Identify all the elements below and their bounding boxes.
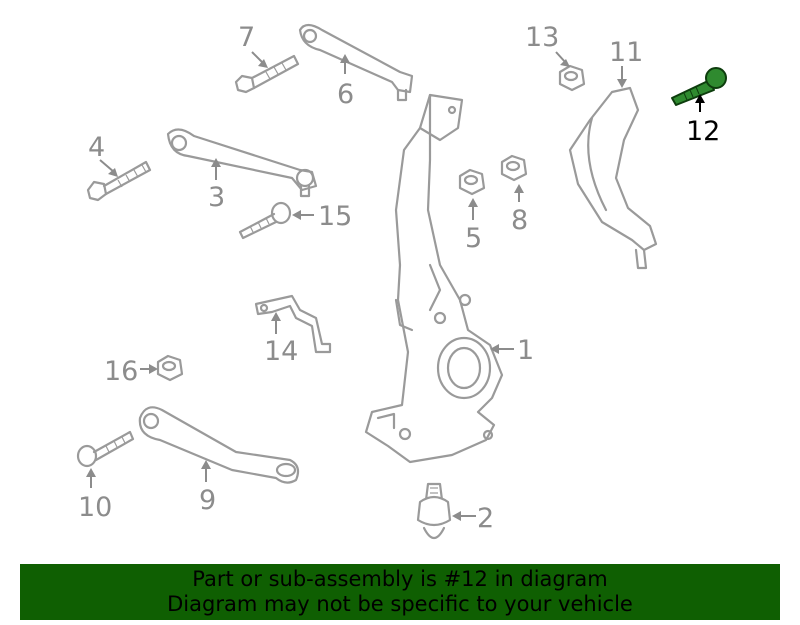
- svg-text:9: 9: [199, 485, 216, 516]
- nut-part-5[interactable]: [458, 168, 486, 196]
- callout-4: 4: [88, 132, 118, 177]
- bolt-part-7[interactable]: [234, 54, 300, 94]
- curved-arm-part-11[interactable]: [568, 86, 658, 270]
- nut-part-8[interactable]: [500, 154, 528, 182]
- bolt-part-4[interactable]: [86, 160, 152, 202]
- bolt-part-10[interactable]: [76, 430, 135, 468]
- callout-10: 10: [78, 468, 112, 523]
- svg-text:14: 14: [264, 336, 298, 367]
- callout-16: 16: [104, 356, 158, 387]
- callout-5: 5: [465, 198, 482, 254]
- bolt-part-15[interactable]: [238, 201, 292, 240]
- callout-15: 15: [292, 201, 352, 232]
- svg-text:16: 16: [104, 356, 138, 387]
- svg-text:8: 8: [511, 205, 528, 236]
- svg-text:3: 3: [208, 182, 225, 213]
- svg-text:1: 1: [517, 335, 534, 366]
- callout-13: 13: [525, 22, 570, 67]
- svg-text:10: 10: [78, 492, 112, 523]
- banner-line-2: Diagram may not be specific to your vehi…: [167, 592, 633, 616]
- nut-part-16[interactable]: [156, 354, 184, 382]
- callout-3: 3: [208, 158, 225, 213]
- steering-knuckle-part-1[interactable]: [364, 93, 504, 464]
- svg-text:7: 7: [238, 22, 255, 53]
- svg-text:11: 11: [609, 37, 643, 68]
- banner-line-1: Part or sub-assembly is #12 in diagram: [192, 567, 608, 591]
- svg-text:2: 2: [477, 503, 494, 534]
- lower-arm-part-9[interactable]: [138, 406, 300, 484]
- callout-6: 6: [337, 54, 354, 110]
- callout-2: 2: [452, 503, 494, 534]
- svg-text:5: 5: [465, 223, 482, 254]
- callout-14: 14: [264, 312, 298, 367]
- callout-8: 8: [511, 184, 528, 236]
- info-banner: Part or sub-assembly is #12 in diagram D…: [20, 564, 780, 620]
- callout-11: 11: [609, 37, 643, 88]
- svg-text:13: 13: [525, 22, 559, 53]
- upper-arm-part-6[interactable]: [298, 23, 414, 102]
- bolt-part-12-highlighted[interactable]: [671, 67, 727, 106]
- callout-7: 7: [238, 22, 268, 68]
- nut-part-13[interactable]: [558, 64, 586, 92]
- svg-text:15: 15: [318, 201, 352, 232]
- callout-1: 1: [490, 335, 534, 366]
- ball-joint-part-2[interactable]: [416, 482, 452, 540]
- parts-diagram: 1 2 3 4: [76, 22, 727, 540]
- bracket-part-14[interactable]: [254, 294, 332, 354]
- callout-12: 12: [686, 94, 720, 147]
- callout-9: 9: [199, 460, 216, 516]
- svg-text:6: 6: [337, 79, 354, 110]
- svg-text:12: 12: [686, 116, 720, 147]
- svg-text:4: 4: [88, 132, 105, 163]
- control-arm-part-3[interactable]: [166, 128, 318, 198]
